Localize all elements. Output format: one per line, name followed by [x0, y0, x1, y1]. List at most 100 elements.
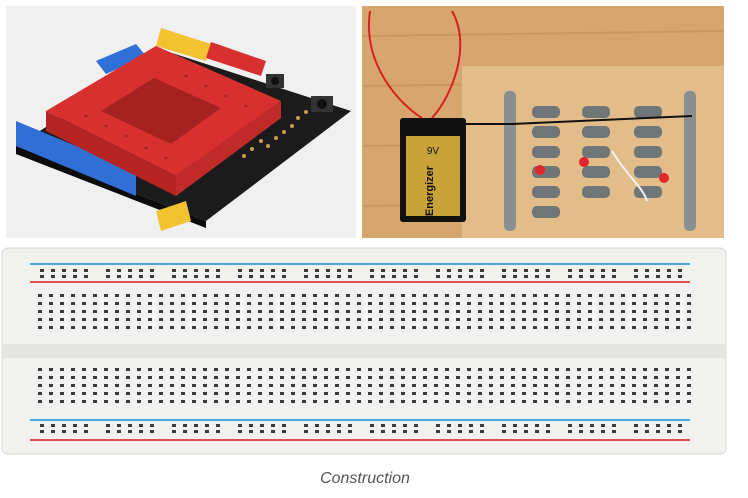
- breadboard-hole: [665, 302, 669, 305]
- breadboard-hole: [304, 424, 308, 427]
- breadboard-hole: [511, 376, 515, 379]
- breadboard-hole: [104, 368, 108, 371]
- breadboard-hole: [313, 368, 317, 371]
- breadboard-hole: [247, 310, 251, 313]
- breadboard-hole: [159, 294, 163, 297]
- breadboard-hole: [621, 302, 625, 305]
- breadboard-hole: [40, 430, 44, 433]
- breadboard-hole: [590, 269, 594, 272]
- breadboard-hole: [282, 430, 286, 433]
- breadboard-hole: [445, 318, 449, 321]
- breadboard-hole: [522, 310, 526, 313]
- breadboard-hole: [269, 376, 273, 379]
- breadboard-hole: [522, 294, 526, 297]
- breadboard-hole: [401, 294, 405, 297]
- breadboard-hole: [60, 310, 64, 313]
- breadboard-hole: [324, 310, 328, 313]
- breadboard-hole: [513, 269, 517, 272]
- breadboard-hole: [137, 400, 141, 403]
- breadboard-hole: [117, 269, 121, 272]
- breadboard-hole: [326, 275, 330, 278]
- breadboard-hole: [456, 326, 460, 329]
- breadboard-hole: [148, 400, 152, 403]
- breadboard-hole: [38, 368, 42, 371]
- breadboard-hole: [390, 384, 394, 387]
- breadboard-hole: [566, 392, 570, 395]
- breadboard-hole: [423, 392, 427, 395]
- breadboard-hole: [192, 294, 196, 297]
- breadboard-hole: [513, 275, 517, 278]
- breadboard-hole: [511, 326, 515, 329]
- breadboard-hole: [117, 430, 121, 433]
- breadboard-hole: [401, 392, 405, 395]
- breadboard-hole: [467, 326, 471, 329]
- breadboard-hole: [577, 302, 581, 305]
- breadboard-hole: [324, 392, 328, 395]
- breadboard-hole: [269, 294, 273, 297]
- breadboard-hole: [458, 269, 462, 272]
- breadboard-hole: [170, 376, 174, 379]
- breadboard-hole: [480, 275, 484, 278]
- breadboard-hole: [346, 376, 350, 379]
- breadboard-hole: [434, 326, 438, 329]
- breadboard-hole: [313, 318, 317, 321]
- breadboard-hole: [203, 368, 207, 371]
- breadboard-hole: [423, 326, 427, 329]
- breadboard-hole: [247, 318, 251, 321]
- breadboard-hole: [192, 376, 196, 379]
- breadboard-hole: [258, 318, 262, 321]
- breadboard-hole: [579, 424, 583, 427]
- breadboard-hole: [225, 384, 229, 387]
- breadboard-hole: [203, 302, 207, 305]
- breadboard-hole: [139, 424, 143, 427]
- battery-brand-text: Energizer: [424, 165, 436, 216]
- breadboard-hole: [139, 275, 143, 278]
- breadboard-hole: [423, 384, 427, 387]
- breadboard-hole: [38, 310, 42, 313]
- breadboard-hole: [368, 310, 372, 313]
- breadboard-hole: [467, 294, 471, 297]
- breadboard-hole: [489, 368, 493, 371]
- breadboard-hole: [676, 326, 680, 329]
- breadboard-hole: [480, 424, 484, 427]
- breadboard-hole: [214, 400, 218, 403]
- breadboard-hole: [414, 430, 418, 433]
- breadboard-hole: [467, 302, 471, 305]
- breadboard-hole: [610, 384, 614, 387]
- breadboard-hole: [357, 310, 361, 313]
- breadboard-hole: [511, 294, 515, 297]
- breadboard-hole: [49, 318, 53, 321]
- breadboard-hole: [500, 376, 504, 379]
- breadboard-hole: [172, 269, 176, 272]
- breadboard-hole: [568, 430, 572, 433]
- breadboard-hole: [368, 400, 372, 403]
- breadboard-hole: [436, 424, 440, 427]
- breadboard-hole: [676, 368, 680, 371]
- breadboard-hole: [181, 400, 185, 403]
- breadboard-hole: [610, 302, 614, 305]
- breadboard-hole: [302, 294, 306, 297]
- breadboard-hole: [203, 376, 207, 379]
- breadboard-hole: [159, 310, 163, 313]
- breadboard-hole: [456, 294, 460, 297]
- breadboard-hole: [676, 384, 680, 387]
- breadboard-hole: [511, 310, 515, 313]
- breadboard-hole: [480, 269, 484, 272]
- breadboard-hole: [687, 376, 691, 379]
- breadboard-hole: [62, 275, 66, 278]
- breadboard-hole: [115, 310, 119, 313]
- breadboard-hole: [599, 384, 603, 387]
- breadboard-hole: [71, 318, 75, 321]
- breadboard-hole: [403, 424, 407, 427]
- breadboard-hole: [621, 400, 625, 403]
- breadboard-hole: [654, 302, 658, 305]
- breadboard-hole: [93, 392, 97, 395]
- breadboard-hole: [676, 376, 680, 379]
- breadboard-hole: [667, 275, 671, 278]
- breadboard-hole: [544, 318, 548, 321]
- breadboard-hole: [566, 326, 570, 329]
- breadboard-hole: [500, 294, 504, 297]
- breadboard-hole: [271, 275, 275, 278]
- breadboard-hole: [82, 392, 86, 395]
- breadboard-hole: [159, 376, 163, 379]
